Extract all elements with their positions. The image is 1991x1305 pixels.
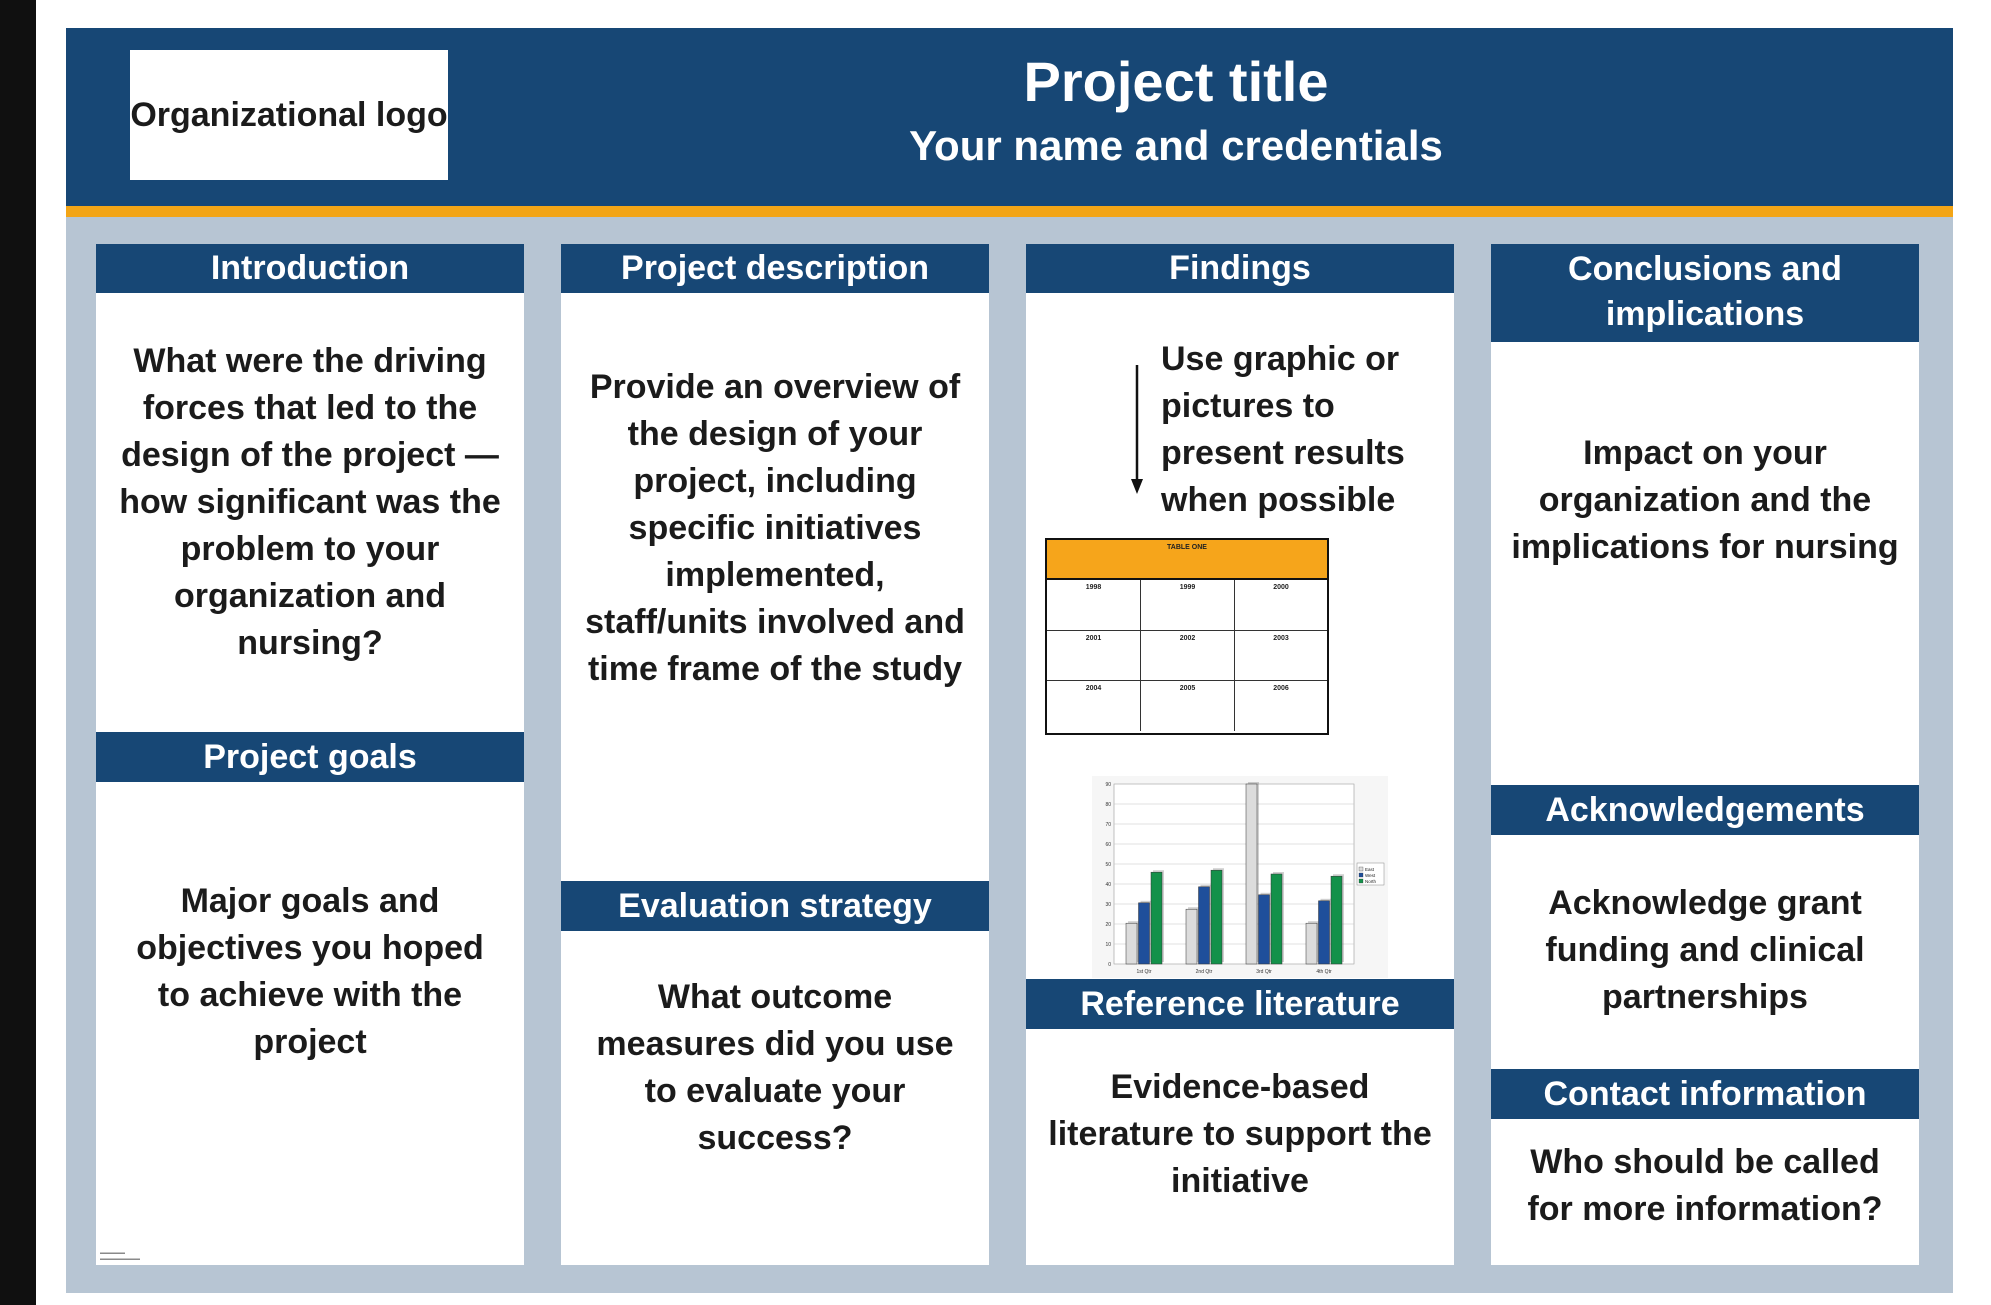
- chart-bar: [1125, 922, 1138, 965]
- table-cell: 2004: [1047, 681, 1141, 731]
- logo-text: Organizational logo: [130, 96, 448, 134]
- sample-bar-chart: 0 10 20 30 40 50 60 70 80 90 1st Qtr 2nd Qtr 3rd Qtr…: [1092, 776, 1388, 978]
- poster-header: Organizational logo Project title Your n…: [66, 28, 1953, 206]
- project-goals-text: Major goals and objectives you hoped to …: [136, 882, 484, 1061]
- chart-legend-swatch: [1358, 872, 1364, 878]
- chart-y-tick-label: 10: [1105, 942, 1111, 948]
- chart-y-tick-label: 50: [1105, 862, 1111, 868]
- introduction-text: What were the driving forces that led to…: [119, 342, 501, 662]
- chart-category-label: 2nd Qtr: [1196, 969, 1213, 975]
- conclusions-text: Impact on your organization and the impl…: [1511, 434, 1899, 566]
- column-3-panel: Findings Use graphic or pictures to pres…: [1026, 244, 1454, 1265]
- column-1-panel: Introduction What were the driving force…: [96, 244, 524, 1265]
- acknowledgements-heading: Acknowledgements: [1491, 785, 1919, 835]
- table-cell: 2001: [1047, 631, 1141, 681]
- chart-y-tick-label: 80: [1105, 802, 1111, 808]
- findings-text: Use graphic or pictures to present resul…: [1161, 340, 1405, 519]
- poster-fineprint: ▬▬▬▬▬▬▬▬▬▬▬▬▬: [100, 1250, 140, 1262]
- table-cell: 2002: [1141, 631, 1235, 681]
- table-cell: 1998: [1047, 580, 1141, 631]
- chart-category-label: 1st Qtr: [1136, 969, 1151, 975]
- conclusions-heading: Conclusions and implications: [1491, 244, 1919, 342]
- chart-bar: [1270, 873, 1283, 965]
- sample-table: TABLE ONE 1998 1999 2000 2001 2002 2003 …: [1045, 538, 1329, 735]
- sample-table-title: TABLE ONE: [1047, 540, 1327, 580]
- chart-y-tick-label: 30: [1105, 902, 1111, 908]
- chart-bar: [1245, 783, 1258, 965]
- contact-information-heading: Contact information: [1491, 1069, 1919, 1119]
- chart-legend-box: [1356, 862, 1385, 886]
- findings-heading: Findings: [1026, 244, 1454, 293]
- project-description-text: Provide an overview of the design of you…: [585, 368, 965, 688]
- chart-bar: [1318, 900, 1330, 965]
- project-title: Project title: [1023, 50, 1329, 113]
- chart-bar: [1305, 922, 1318, 965]
- introduction-heading: Introduction: [96, 244, 524, 293]
- chart-category-label: 4th Qtr: [1316, 969, 1332, 975]
- table-cell: 2006: [1273, 685, 1289, 692]
- chart-y-tick-label: 90: [1105, 782, 1111, 788]
- chart-legend-label: East: [1365, 867, 1375, 872]
- organizational-logo-placeholder: Organizational logo: [130, 50, 448, 180]
- project-goals-heading: Project goals: [96, 732, 524, 782]
- chart-bar: [1138, 902, 1150, 965]
- project-description-heading: Project description: [561, 244, 989, 293]
- table-cell: 2000: [1235, 580, 1327, 631]
- contact-information-text: Who should be called for more informatio…: [1527, 1143, 1883, 1228]
- header-accent-stripe: [66, 206, 1953, 217]
- left-edge-bar: [0, 0, 36, 1305]
- chart-y-tick-label: 70: [1105, 822, 1111, 828]
- column-2-panel: Project description Provide an overview …: [561, 244, 989, 1265]
- chart-bar: [1258, 894, 1270, 965]
- evaluation-strategy-heading: Evaluation strategy: [561, 881, 989, 931]
- down-arrow-icon: [1131, 365, 1143, 494]
- chart-bar: [1330, 875, 1343, 965]
- reference-literature-text: Evidence-based literature to support the…: [1048, 1068, 1432, 1200]
- chart-legend-label: West: [1365, 873, 1376, 878]
- chart-y-tick-label: 20: [1105, 922, 1111, 928]
- chart-bar: [1210, 869, 1223, 965]
- chart-y-tick-label: 60: [1105, 842, 1111, 848]
- chart-legend-label: North: [1365, 879, 1377, 884]
- table-cell: 1999: [1141, 580, 1235, 631]
- chart-bar: [1185, 908, 1198, 965]
- chart-y-tick-label: 40: [1105, 882, 1111, 888]
- chart-bar: [1198, 886, 1210, 965]
- author-credentials: Your name and credentials: [909, 122, 1443, 169]
- chart-y-tick-label: 0: [1108, 962, 1111, 968]
- reference-literature-heading: Reference literature: [1026, 979, 1454, 1029]
- chart-legend-swatch: [1358, 866, 1364, 872]
- chart-bar: [1150, 871, 1163, 965]
- table-cell: 2005: [1141, 681, 1235, 731]
- poster: Organizational logo Project title Your n…: [66, 28, 1953, 1293]
- evaluation-strategy-text: What outcome measures did you use to eva…: [596, 978, 954, 1157]
- column-4-panel: Conclusions and implications Impact on y…: [1491, 244, 1919, 1265]
- acknowledgements-text: Acknowledge grant funding and clinical p…: [1545, 884, 1865, 1016]
- table-cell: 2003: [1235, 631, 1327, 681]
- chart-category-label: 3rd Qtr: [1256, 969, 1272, 975]
- chart-legend-swatch: [1358, 878, 1364, 884]
